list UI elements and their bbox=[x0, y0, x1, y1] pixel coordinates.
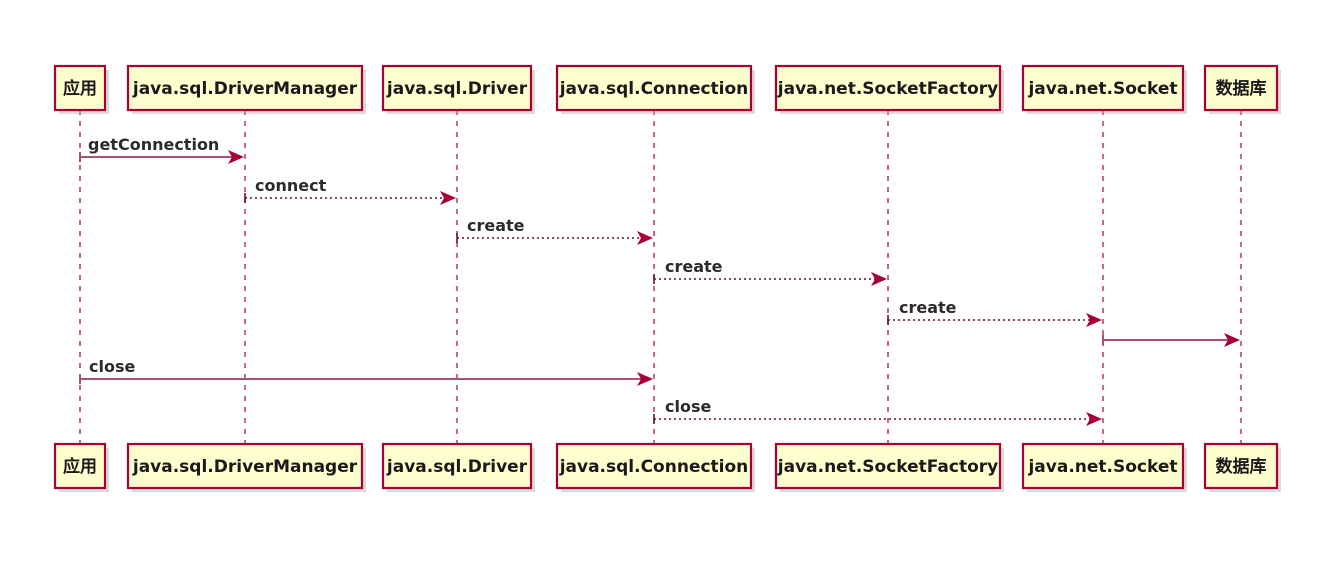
message-m2[interactable]: connect bbox=[244, 176, 456, 205]
participant-bottom-label-database: 数据库 bbox=[1216, 456, 1267, 477]
participant-top-label-driver: java.sql.Driver bbox=[386, 79, 528, 99]
message-label-m3: create bbox=[467, 216, 525, 235]
participant-top-label-drivermgr: java.sql.DriverManager bbox=[132, 79, 358, 99]
participant-bottom-box-drivermgr[interactable] bbox=[126, 442, 364, 490]
participant-top-label-app: 应用 bbox=[63, 78, 97, 99]
participant-top-box-app[interactable] bbox=[53, 64, 107, 112]
message-m1[interactable]: getConnection bbox=[79, 135, 244, 164]
message-label-m1: getConnection bbox=[88, 135, 219, 154]
message-arrowhead-m4 bbox=[871, 272, 887, 286]
top-participant-boxes: 应用 java.sql.DriverManager java.sql.Driver j… bbox=[53, 64, 1281, 114]
participant-bottom-label-driver: java.sql.Driver bbox=[386, 457, 528, 477]
participant-top-box-database[interactable] bbox=[1203, 64, 1279, 112]
participant-top-label-connection: java.sql.Connection bbox=[559, 79, 749, 99]
message-arrowhead-m1 bbox=[228, 150, 244, 164]
participant-top-label-database: 数据库 bbox=[1216, 78, 1267, 99]
participant-top-label-sockfact: java.net.SocketFactory bbox=[777, 79, 998, 99]
participant-bottom-label-connection: java.sql.Connection bbox=[559, 457, 749, 477]
participant-bottom-box-driver[interactable] bbox=[381, 442, 533, 490]
message-arrowhead-m2 bbox=[440, 191, 456, 205]
message-arrowhead-m8 bbox=[1086, 412, 1102, 426]
message-m4[interactable]: create bbox=[653, 257, 887, 286]
participant-top-box-connection[interactable] bbox=[555, 64, 753, 112]
message-m5[interactable]: create bbox=[887, 298, 1102, 327]
message-arrowhead-m7 bbox=[637, 372, 653, 386]
message-label-m5: create bbox=[899, 298, 957, 317]
message-label-m4: create bbox=[665, 257, 723, 276]
participant-bottom-box-socket[interactable] bbox=[1021, 442, 1185, 490]
participant-top-label-socket: java.net.Socket bbox=[1027, 79, 1177, 99]
message-label-m2: connect bbox=[255, 176, 327, 195]
message-label-m7: close bbox=[89, 357, 135, 376]
message-arrowhead-m5 bbox=[1086, 313, 1102, 327]
participant-top-box-driver[interactable] bbox=[381, 64, 533, 112]
participant-top-box-drivermgr[interactable] bbox=[126, 64, 364, 112]
participant-bottom-label-socket: java.net.Socket bbox=[1027, 457, 1177, 477]
message-m6[interactable] bbox=[1102, 333, 1240, 347]
participant-top-box-socket[interactable] bbox=[1021, 64, 1185, 112]
message-arrowhead-m6 bbox=[1224, 333, 1240, 347]
participant-bottom-label-app: 应用 bbox=[63, 456, 97, 477]
participant-bottom-box-connection[interactable] bbox=[555, 442, 753, 490]
participant-bottom-box-database[interactable] bbox=[1203, 442, 1279, 490]
messages-layer: getConnection connect create create create cl… bbox=[79, 135, 1240, 426]
lifelines-layer bbox=[79, 110, 1242, 444]
message-m8[interactable]: close bbox=[653, 397, 1102, 426]
participant-bottom-label-sockfact: java.net.SocketFactory bbox=[777, 457, 998, 477]
message-m7[interactable]: close bbox=[79, 357, 653, 386]
message-label-m8: close bbox=[665, 397, 711, 416]
participant-bottom-box-app[interactable] bbox=[53, 442, 107, 490]
participant-bottom-box-sockfact[interactable] bbox=[774, 442, 1002, 490]
participant-top-box-sockfact[interactable] bbox=[774, 64, 1002, 112]
message-arrowhead-m3 bbox=[637, 231, 653, 245]
participant-bottom-label-drivermgr: java.sql.DriverManager bbox=[132, 457, 358, 477]
bottom-participant-boxes: 应用 java.sql.DriverManager java.sql.Driver j… bbox=[53, 442, 1281, 492]
message-m3[interactable]: create bbox=[456, 216, 653, 245]
